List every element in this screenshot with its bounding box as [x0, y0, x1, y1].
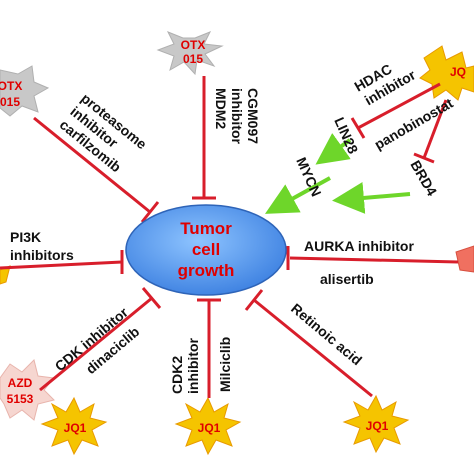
- azd-line1: AZD: [8, 376, 33, 390]
- panobinostat-label: panobinostat: [372, 95, 456, 153]
- line-otx-left: [33, 116, 151, 214]
- hdac-line3: panobinostat: [372, 95, 456, 153]
- otx-top-line2: 015: [183, 52, 203, 66]
- pi3k-line1: PI3K: [10, 229, 41, 245]
- pi3k-label: PI3K inhibitors: [10, 229, 74, 263]
- aurka-line1: AURKA inhibitor: [304, 238, 414, 254]
- proteasome-label: proteasome inhibitor carfilzomib: [57, 90, 150, 175]
- otx015-top-burst: OTX 015: [156, 31, 224, 76]
- arrow-mycn-center: [264, 176, 331, 214]
- right-edge-marker: [455, 245, 474, 273]
- line-jq-brd4: [422, 99, 448, 159]
- tbar-hdac: [350, 117, 366, 139]
- arrow-brd4-mycn: [332, 182, 411, 214]
- otx-left-line1: OTX: [0, 79, 22, 93]
- mdm2-label: MDM2 inhibitor CGM097: [213, 88, 261, 145]
- jq1-label-3: JQ1: [366, 419, 389, 433]
- mdm2-line1: MDM2: [213, 88, 229, 129]
- line-retinoic: [253, 298, 373, 398]
- cdk2-line3: Milciclib: [217, 337, 233, 392]
- line-hdac: [357, 82, 441, 130]
- milciclib-label: Milciclib: [217, 337, 233, 392]
- mycn-text: MYCN: [293, 155, 324, 199]
- otx-top-line1: OTX: [181, 38, 206, 52]
- otx-left-line2: 015: [0, 95, 20, 109]
- jq1-bottom-right-burst: JQ1: [342, 394, 410, 454]
- brd4-text: BRD4: [407, 158, 440, 199]
- tumor-cell-growth-node: Tumor cell growth: [125, 204, 287, 296]
- tbar-brd4: [413, 152, 435, 164]
- pi3k-line2: inhibitors: [10, 247, 74, 263]
- otx015-left-burst: OTX 015: [0, 65, 50, 117]
- jq1-bottom-center-burst: JQ1: [174, 396, 242, 456]
- mdm2-line3: CGM097: [245, 88, 261, 144]
- center-line1: Tumor: [180, 219, 232, 238]
- mdm2-line2: inhibitor: [229, 88, 245, 145]
- activation-arrows: [264, 133, 411, 214]
- cdk2-line2: inhibitor: [185, 337, 201, 394]
- jq1-label-1: JQ1: [64, 421, 87, 435]
- cdk-label: CDK inhibitor dinaciclib: [52, 304, 143, 377]
- inhibition-lines: [0, 76, 459, 398]
- line-pi3k: [0, 260, 123, 270]
- line-aurka: [289, 256, 459, 264]
- cdk2-line1: CDK2: [169, 356, 185, 394]
- cdk2-label: CDK2 inhibitor: [169, 337, 201, 394]
- jq1-bottom-left-burst: JQ1: [40, 396, 108, 456]
- center-line3: growth: [178, 261, 235, 280]
- mycn-label: MYCN: [293, 155, 324, 199]
- line-cdk: [39, 296, 153, 392]
- center-line2: cell: [192, 240, 220, 259]
- jq1-label-2: JQ1: [198, 421, 221, 435]
- jq-topright-label: JQ: [450, 65, 466, 79]
- aurka-label: AURKA inhibitor alisertib: [304, 238, 414, 287]
- aurka-line2: alisertib: [320, 271, 374, 287]
- azd-line2: 5153: [7, 392, 34, 406]
- brd4-label: BRD4: [407, 158, 440, 199]
- tbar-retinoic: [244, 289, 264, 311]
- azd5153-burst: AZD 5153: [0, 359, 55, 421]
- tbar-otx-left: [140, 201, 160, 223]
- arrow-lin28-mycn: [315, 133, 352, 165]
- tbar-cdk: [141, 287, 162, 309]
